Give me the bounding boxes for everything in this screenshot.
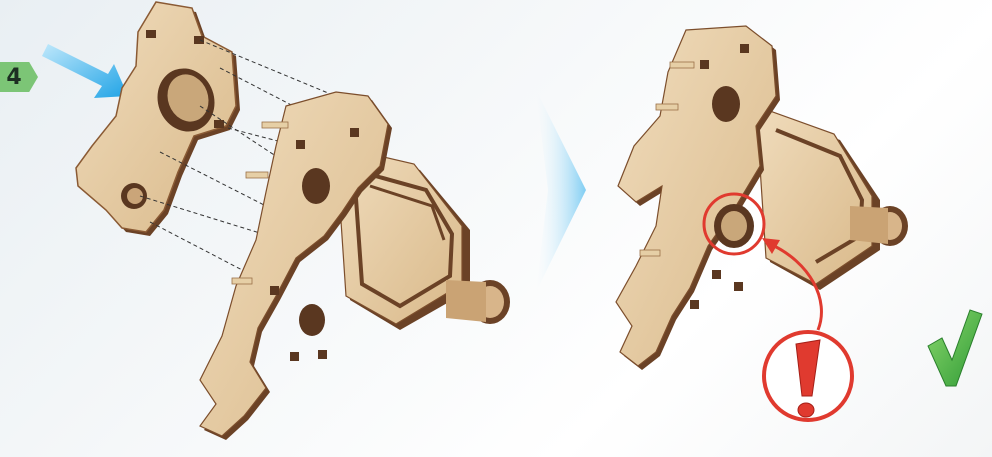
highlight-circle (702, 192, 766, 256)
blue-arrow-icon (42, 44, 128, 98)
chevron-right-icon (536, 90, 586, 292)
leader-arrowhead (762, 238, 780, 254)
leader-line (769, 242, 823, 331)
main-assembly-right (615, 25, 908, 370)
exclamation-icon (762, 330, 854, 422)
loose-plate-part (75, 1, 240, 236)
checkmark-icon (927, 309, 983, 387)
step-number: 4 (6, 64, 22, 90)
step-badge: 4 (0, 62, 38, 92)
main-assembly-left (199, 91, 510, 440)
